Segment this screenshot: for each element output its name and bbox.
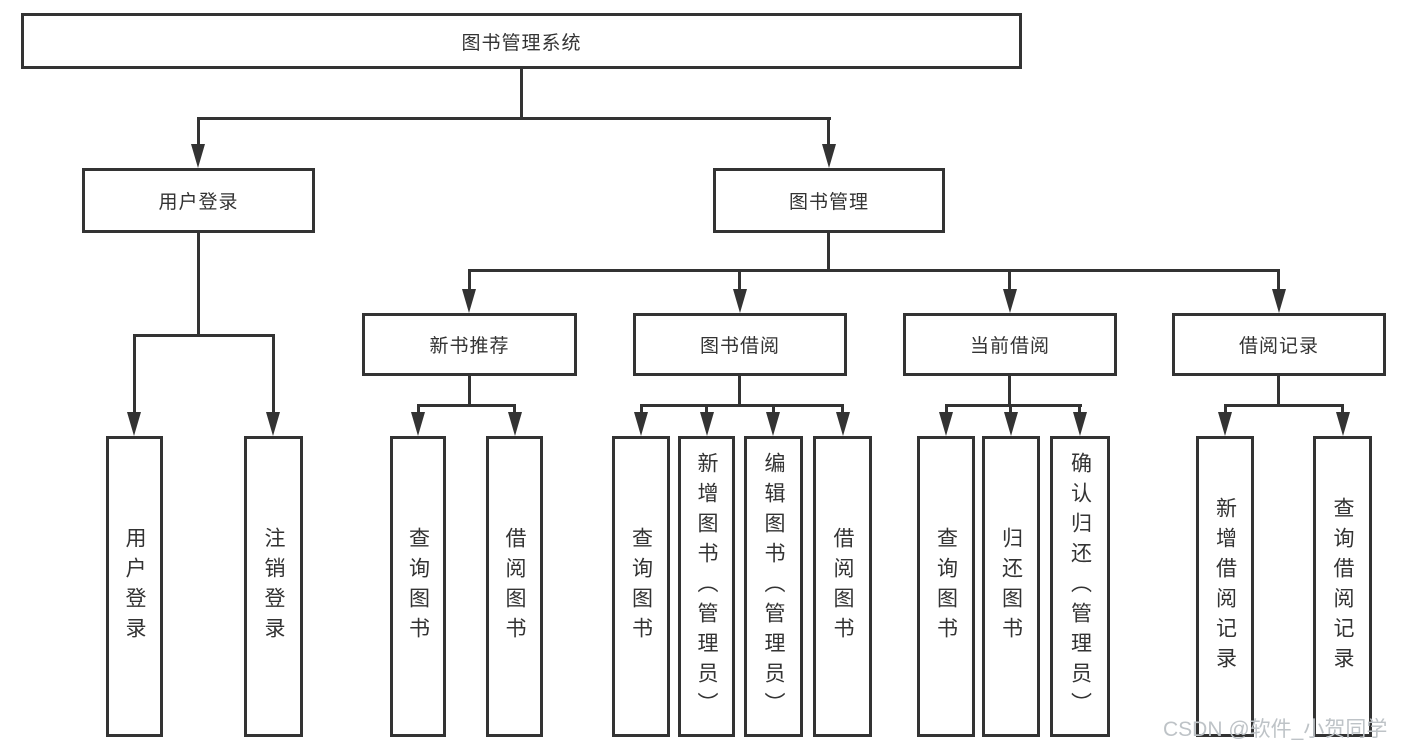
connector-new-book-rec-drop-1 [417, 404, 420, 414]
arrowhead-bb-edit [766, 412, 780, 436]
connector-new-book-rec-stem [468, 376, 471, 406]
csdn-watermark: CSDN @软件_小贺同学 [1163, 718, 1388, 741]
node-new-book-rec-label: 新书推荐 [429, 336, 510, 357]
leaf-cb-return-book-label: 归还图书 [999, 526, 1023, 647]
connector-book-mgmt-drop-2 [738, 269, 741, 291]
connector-borrow-records-stem [1277, 376, 1280, 406]
leaf-br-query-record: 查询借阅记录 [1313, 436, 1372, 737]
node-book-mgmt: 图书管理 [713, 168, 945, 233]
connector-book-mgmt-drop-1 [468, 269, 471, 291]
leaf-bb-query-book-label: 查询图书 [629, 526, 653, 647]
connector-user-login-drop-2 [272, 334, 275, 414]
connector-root-rail [197, 117, 831, 120]
connector-book-borrow-drop-1 [640, 404, 643, 414]
leaf-bb-edit-book-label: 编辑图书（管理员） [762, 451, 785, 722]
connector-book-mgmt-drop-3 [1008, 269, 1011, 291]
node-new-book-rec: 新书推荐 [362, 313, 577, 376]
node-current-borrow-label: 当前借阅 [969, 336, 1050, 357]
connector-root-stem [520, 69, 523, 119]
connector-book-borrow-rail [640, 404, 844, 407]
connector-root-drop-right [827, 117, 830, 147]
leaf-bb-borrow-book-label: 借阅图书 [831, 526, 854, 647]
arrowhead-book-borrow [733, 289, 747, 313]
arrowhead-bb-add [700, 412, 714, 436]
leaf-bb-edit-book: 编辑图书（管理员） [744, 436, 803, 737]
leaf-logout-label: 注销登录 [262, 526, 285, 647]
arrowhead-br-query [1336, 412, 1350, 436]
connector-book-borrow-drop-3 [772, 404, 775, 414]
leaf-cb-confirm-return-label: 确认归还（管理员） [1068, 451, 1092, 722]
connector-book-mgmt-drop-4 [1277, 269, 1280, 291]
connector-new-book-rec-rail [417, 404, 516, 407]
connector-user-login-drop-1 [133, 334, 136, 414]
arrowhead-cb-query [939, 412, 953, 436]
leaf-br-add-record-label: 新增借阅记录 [1213, 496, 1237, 677]
node-book-borrow: 图书借阅 [633, 313, 847, 376]
leaf-bb-borrow-book: 借阅图书 [813, 436, 872, 737]
leaf-nbr-query-book-label: 查询图书 [406, 526, 430, 647]
connector-borrow-records-drop-2 [1341, 404, 1344, 414]
node-user-login-label: 用户登录 [158, 192, 239, 213]
leaf-br-query-record-label: 查询借阅记录 [1331, 496, 1354, 677]
node-book-mgmt-label: 图书管理 [788, 192, 869, 213]
connector-book-mgmt-stem [827, 233, 830, 271]
leaf-bb-query-book: 查询图书 [612, 436, 670, 737]
connector-user-login-rail [133, 334, 274, 337]
arrowhead-nbr-borrow [508, 412, 522, 436]
arrowhead-user-login [191, 144, 205, 168]
connector-current-borrow-drop-2 [1009, 404, 1012, 414]
leaf-user-login: 用户登录 [106, 436, 163, 737]
leaf-bb-add-book-label: 新增图书（管理员） [695, 451, 718, 722]
connector-book-borrow-stem [738, 376, 741, 406]
node-borrow-records-label: 借阅记录 [1238, 336, 1319, 357]
arrowhead-nbr-query [411, 412, 425, 436]
connector-book-mgmt-rail [468, 269, 1280, 272]
arrowhead-new-book-rec [462, 289, 476, 313]
connector-new-book-rec-drop-2 [513, 404, 516, 414]
node-root-label: 图书管理系统 [461, 32, 582, 54]
leaf-nbr-borrow-book-label: 借阅图书 [503, 526, 526, 647]
leaf-cb-query-book: 查询图书 [917, 436, 975, 737]
arrowhead-cb-return [1004, 412, 1018, 436]
connector-current-borrow-drop-1 [945, 404, 948, 414]
node-user-login: 用户登录 [82, 168, 315, 233]
node-root: 图书管理系统 [21, 13, 1022, 69]
arrowhead-leaf-logout [266, 412, 280, 436]
arrowhead-leaf-login [127, 412, 141, 436]
leaf-nbr-query-book: 查询图书 [390, 436, 446, 737]
arrowhead-bb-query [634, 412, 648, 436]
arrowhead-book-mgmt [822, 144, 836, 168]
connector-user-login-stem [197, 233, 200, 336]
leaf-bb-add-book: 新增图书（管理员） [678, 436, 735, 737]
connector-root-drop-left [197, 117, 200, 147]
leaf-cb-confirm-return: 确认归还（管理员） [1050, 436, 1110, 737]
arrowhead-current-borrow [1003, 289, 1017, 313]
leaf-nbr-borrow-book: 借阅图书 [486, 436, 543, 737]
arrowhead-borrow-records [1272, 289, 1286, 313]
node-book-borrow-label: 图书借阅 [699, 336, 780, 357]
arrowhead-cb-confirm [1073, 412, 1087, 436]
leaf-cb-query-book-label: 查询图书 [934, 526, 958, 647]
connector-borrow-records-drop-1 [1224, 404, 1227, 414]
connector-current-borrow-stem [1008, 376, 1011, 406]
connector-current-borrow-drop-3 [1078, 404, 1081, 414]
leaf-cb-return-book: 归还图书 [982, 436, 1040, 737]
connector-borrow-records-rail [1224, 404, 1344, 407]
leaf-user-login-label: 用户登录 [123, 526, 146, 647]
arrowhead-br-add [1218, 412, 1232, 436]
node-borrow-records: 借阅记录 [1172, 313, 1386, 376]
node-current-borrow: 当前借阅 [903, 313, 1117, 376]
arrowhead-bb-borrow [836, 412, 850, 436]
connector-book-borrow-drop-2 [705, 404, 708, 414]
leaf-logout: 注销登录 [244, 436, 303, 737]
connector-book-borrow-drop-4 [841, 404, 844, 414]
connector-current-borrow-rail [945, 404, 1082, 407]
leaf-br-add-record: 新增借阅记录 [1196, 436, 1254, 737]
